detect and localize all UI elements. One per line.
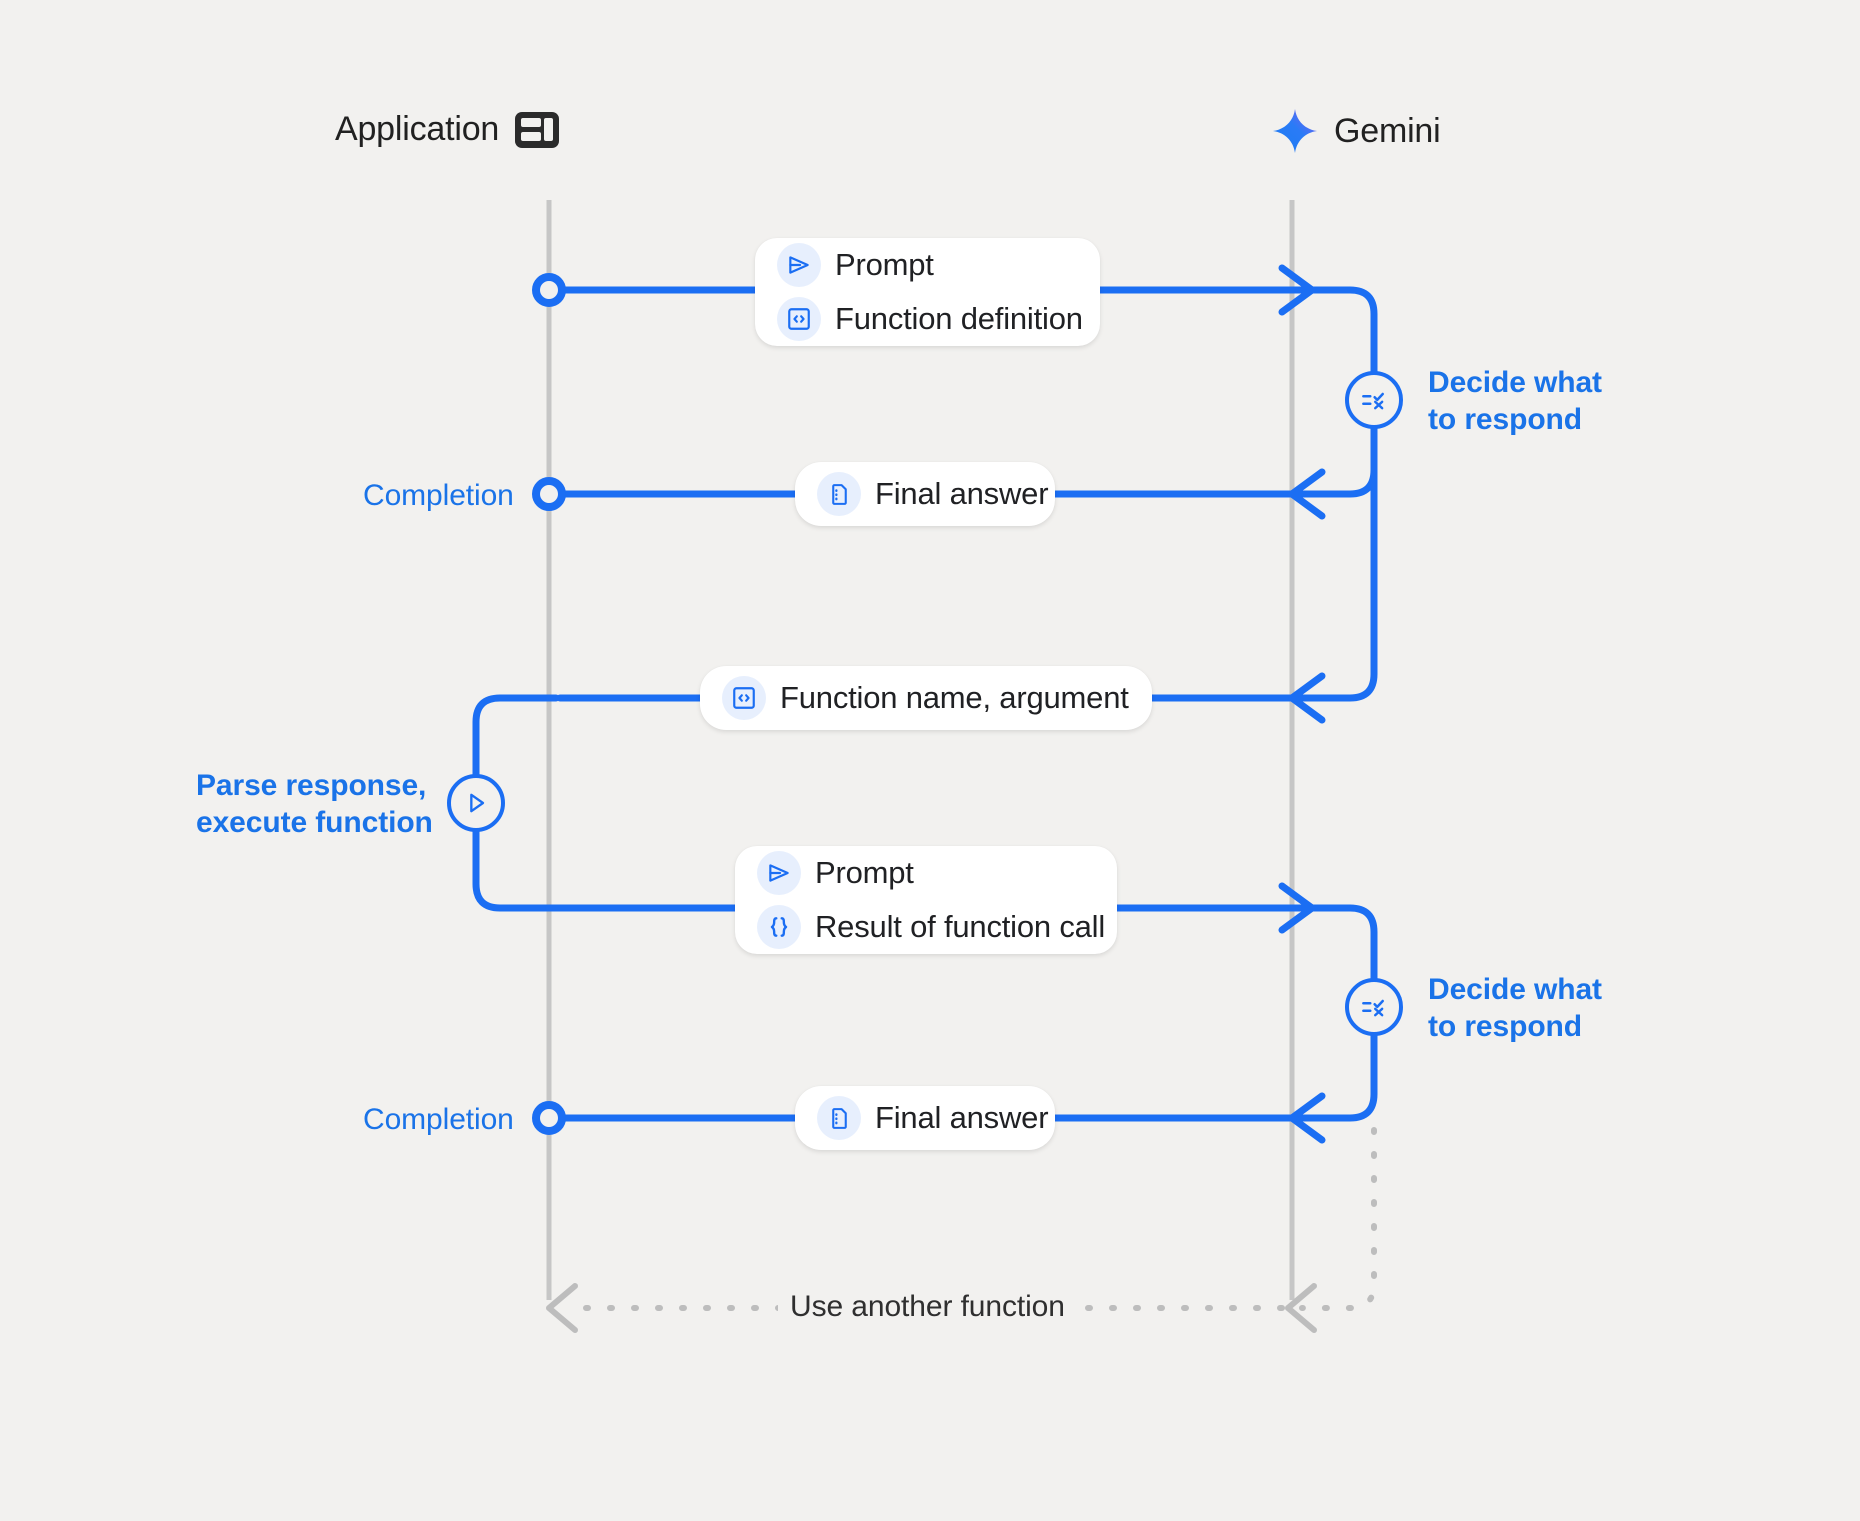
bubble-row-label: Function name, argument (780, 680, 1129, 715)
code-brackets-icon (777, 297, 821, 341)
arrowhead-loopback-gemini (1285, 1283, 1317, 1333)
bubble-row: Function definition (777, 297, 1083, 341)
curly-braces-icon (757, 905, 801, 949)
bubble-row: Prompt (777, 243, 1078, 287)
bubble-row-label: Final answer (875, 1100, 1049, 1135)
endpoint-dot-3 (532, 1101, 566, 1135)
decision-checklist-icon (1362, 392, 1384, 410)
decision-checklist-icon (1362, 999, 1384, 1017)
bubble-row-label: Function definition (835, 301, 1083, 336)
bubble-row-label: Prompt (835, 247, 934, 282)
completion-label-2-text: Completion (363, 1103, 514, 1136)
application-window-icon (515, 111, 560, 148)
process-label-parse-execute-text: Parse response, execute function (196, 769, 433, 839)
completion-label-2: Completion (363, 1102, 514, 1139)
message-bubble-prompt-result[interactable]: Prompt Result of function call (735, 846, 1117, 954)
process-label-decide-1: Decide what to respond (1428, 365, 1602, 438)
play-triangle-icon (470, 793, 485, 813)
participant-application: Application (335, 110, 560, 149)
completion-label-1: Completion (363, 478, 514, 515)
message-bubble-final-answer-1[interactable]: Final answer (795, 462, 1055, 526)
participant-gemini: Gemini (1272, 108, 1441, 154)
participant-gemini-label: Gemini (1334, 111, 1441, 150)
bubble-row: Function name, argument (722, 676, 1130, 720)
code-brackets-icon (722, 676, 766, 720)
process-label-decide-2: Decide what to respond (1428, 972, 1602, 1045)
gemini-sparkle-icon (1272, 108, 1318, 154)
document-icon (817, 472, 861, 516)
arrowhead-to-app-1 (1288, 468, 1326, 520)
wire-gemini-final-answer-branch (1298, 396, 1378, 498)
message-bubble-final-answer-2[interactable]: Final answer (795, 1086, 1055, 1150)
wire-loopback-vertical (1299, 1127, 1377, 1311)
process-label-parse-execute: Parse response, execute function (196, 768, 433, 841)
participant-application-label: Application (335, 110, 500, 148)
bubble-row: Final answer (817, 1096, 1049, 1140)
send-prompt-icon (777, 243, 821, 287)
send-prompt-icon (757, 851, 801, 895)
arrowhead-to-app-2 (1288, 672, 1326, 724)
arrowhead-loopback-app (546, 1283, 578, 1333)
process-node-decide-2[interactable] (1345, 978, 1403, 1036)
bubble-row: Prompt (757, 851, 1095, 895)
process-node-decide-1[interactable] (1345, 371, 1403, 429)
endpoint-dot-1 (532, 273, 566, 307)
loop-label-use-another-function: Use another function (778, 1290, 1077, 1324)
process-node-parse-execute[interactable] (447, 774, 505, 832)
process-label-decide-2-text: Decide what to respond (1428, 973, 1602, 1043)
bubble-row: Final answer (817, 472, 1049, 516)
process-label-decide-1-text: Decide what to respond (1428, 366, 1602, 436)
arrowhead-into-gemini-1 (1278, 264, 1316, 316)
bubble-row-label: Final answer (875, 476, 1049, 511)
loop-label-text: Use another function (790, 1290, 1065, 1323)
arrowhead-to-app-3 (1288, 1092, 1326, 1144)
endpoint-dot-2 (532, 477, 566, 511)
message-bubble-prompt-function-definition[interactable]: Prompt Function definition (755, 238, 1100, 346)
message-bubble-function-name-argument[interactable]: Function name, argument (700, 666, 1152, 730)
document-icon (817, 1096, 861, 1140)
bubble-row-label: Result of function call (815, 909, 1106, 944)
completion-label-1-text: Completion (363, 479, 514, 512)
wire-gemini-down-branch (1293, 286, 1378, 702)
bubble-row: Result of function call (757, 905, 1105, 949)
bubble-row-label: Prompt (815, 855, 914, 890)
